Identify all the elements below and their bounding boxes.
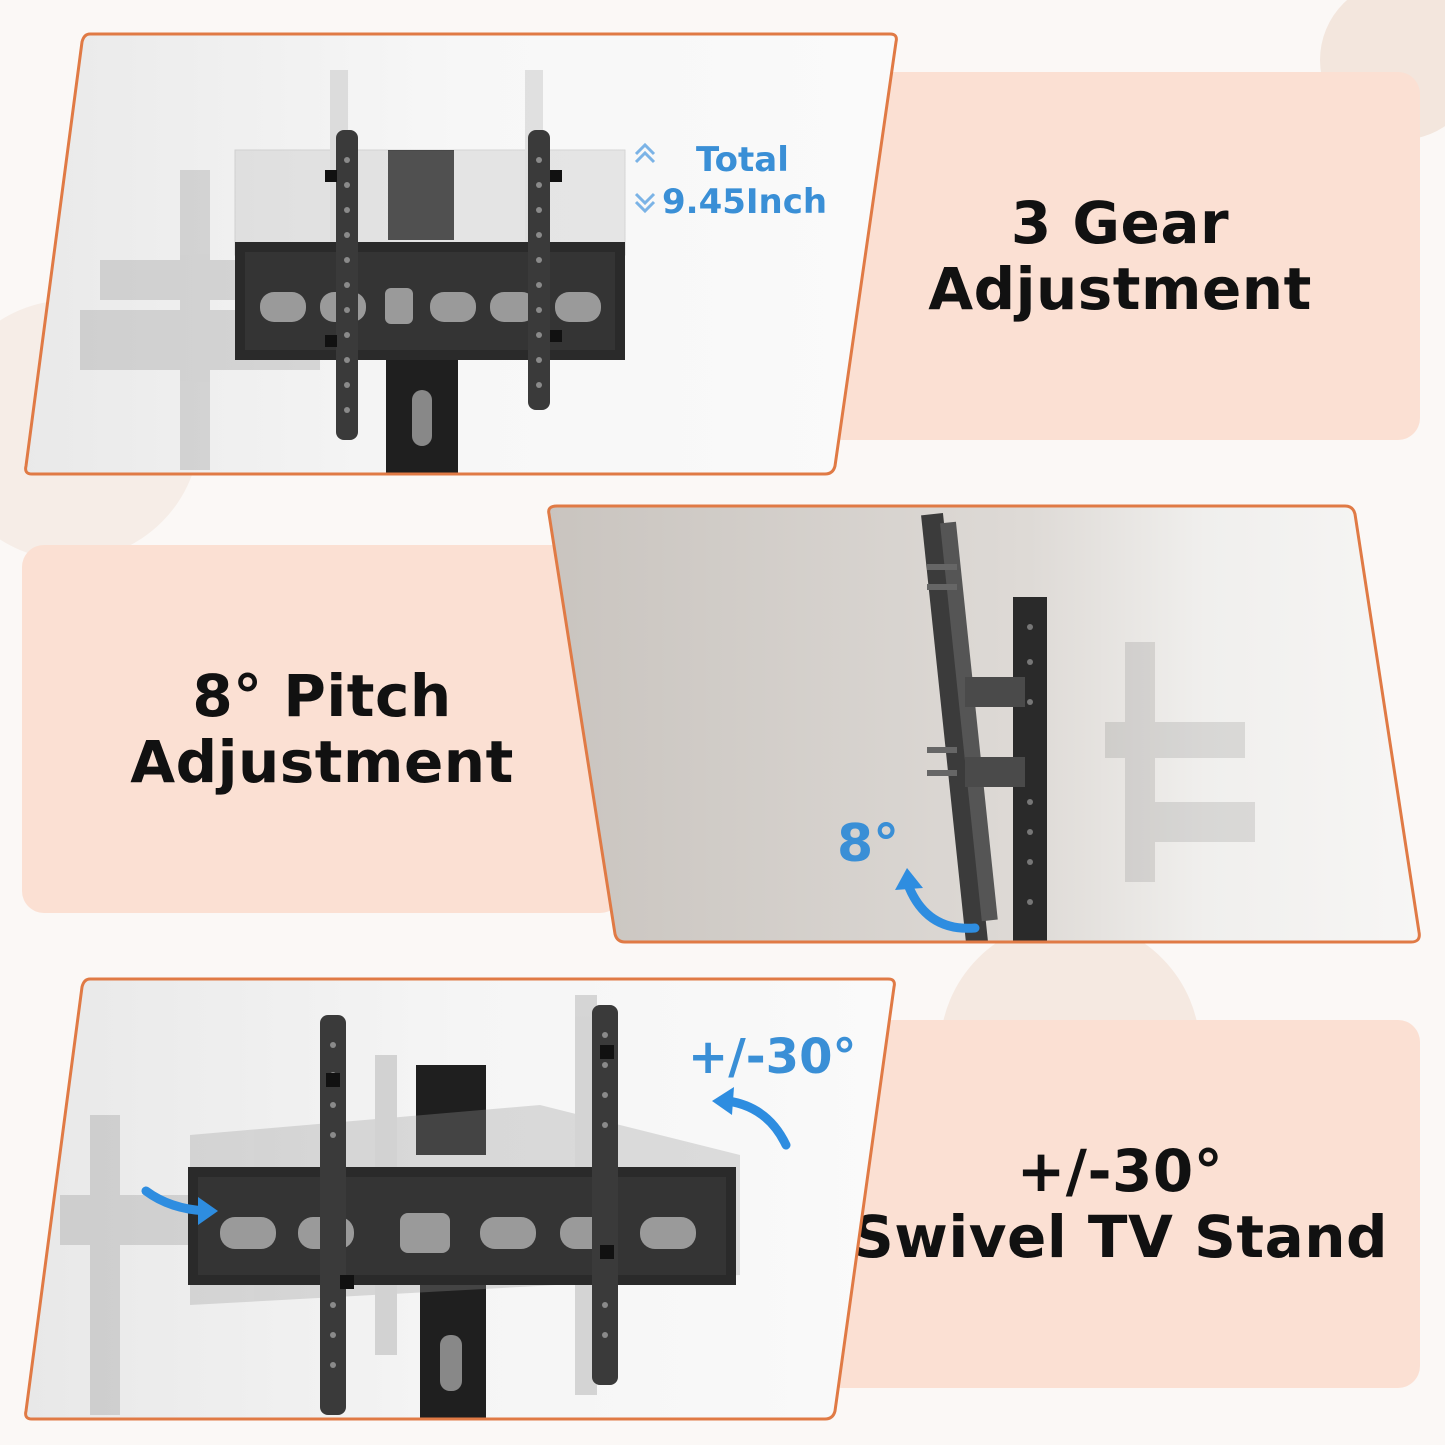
curved-arrow-icon bbox=[141, 1186, 218, 1225]
feature-label-box: 3 Gear Adjustment bbox=[820, 72, 1420, 440]
curved-arrow-icon bbox=[895, 868, 980, 933]
swivel-photo bbox=[24, 977, 896, 1421]
swivel-angle-callout: +/-30° bbox=[688, 1029, 857, 1085]
product-photo-swivel: +/-30° bbox=[20, 975, 900, 1423]
feature-label-box: 8° Pitch Adjustment bbox=[22, 545, 622, 913]
feature-label-line-1: +/-30° bbox=[1016, 1137, 1224, 1205]
feature-label-line-1: 8° Pitch bbox=[192, 662, 452, 730]
chevron-down-icon bbox=[634, 192, 656, 214]
feature-label-line-1: 3 Gear bbox=[1010, 189, 1230, 257]
pitch-photo bbox=[547, 504, 1421, 944]
height-callout-value: 9.45Inch bbox=[662, 182, 828, 222]
feature-label-box: +/-30° Swivel TV Stand bbox=[820, 1020, 1420, 1388]
product-photo-height: Total 9.45Inch bbox=[20, 30, 900, 478]
height-callout-label: Total bbox=[696, 140, 789, 180]
feature-label-line-2: Adjustment bbox=[130, 728, 514, 796]
feature-label-line-2: Adjustment bbox=[928, 255, 1312, 323]
product-photo-pitch: 8° bbox=[545, 502, 1425, 950]
chevron-up-icon bbox=[634, 142, 656, 164]
bracket-photo bbox=[24, 32, 898, 476]
pitch-angle-callout: 8° bbox=[837, 814, 900, 874]
feature-label-line-2: Swivel TV Stand bbox=[851, 1203, 1389, 1271]
curved-arrow-icon bbox=[712, 1087, 791, 1150]
